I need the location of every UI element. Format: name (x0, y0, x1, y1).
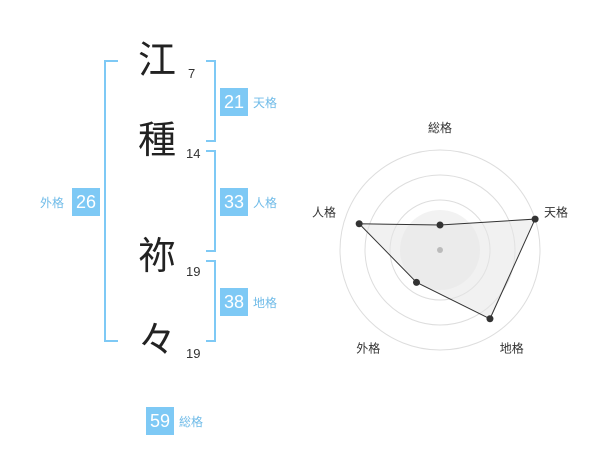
jinkaku-bracket (206, 150, 216, 252)
radar-ring-4 (339, 149, 541, 351)
radar-point-5 (355, 220, 363, 228)
name-char-1: 江 (137, 38, 176, 82)
soukaku-badge: 59 (146, 407, 174, 435)
radar-center (437, 247, 443, 253)
tenkaku-label: 天格 (253, 96, 278, 110)
tenkaku-bracket (206, 60, 216, 142)
radar-axis-label-2: 天格 (544, 204, 568, 219)
name-char-2: 種 (137, 118, 176, 162)
gaikaku-bracket (104, 60, 118, 342)
chikaku-badge: 38 (220, 288, 248, 316)
chikaku-label: 地格 (253, 296, 278, 310)
chikaku-bracket (206, 260, 216, 342)
radar-point-1 (436, 221, 444, 229)
stroke-count-4: 19 (186, 346, 201, 361)
soukaku-label: 総格 (179, 415, 204, 429)
stroke-count-1: 7 (188, 66, 196, 81)
jinkaku-label: 人格 (253, 196, 278, 210)
tenkaku-badge: 21 (220, 88, 248, 116)
stroke-count-3: 19 (186, 264, 201, 279)
radar-axis-label-3: 地格 (500, 341, 524, 356)
name-char-3: 祢 (137, 234, 176, 278)
radar-polygon (357, 218, 536, 320)
gaikaku-label: 外格 (40, 196, 65, 210)
radar-point-3 (486, 315, 494, 323)
gaikaku-badge: 26 (72, 188, 100, 216)
radar-point-4 (412, 278, 420, 286)
radar-axis-label-4: 外格 (356, 341, 380, 356)
stroke-count-2: 14 (186, 146, 201, 161)
radar-axis-label-1: 総格 (428, 120, 452, 135)
radar-axis-label-5: 人格 (312, 204, 336, 219)
name-char-4: 々 (137, 318, 176, 362)
jinkaku-badge: 33 (220, 188, 248, 216)
radar-point-2 (531, 215, 539, 223)
